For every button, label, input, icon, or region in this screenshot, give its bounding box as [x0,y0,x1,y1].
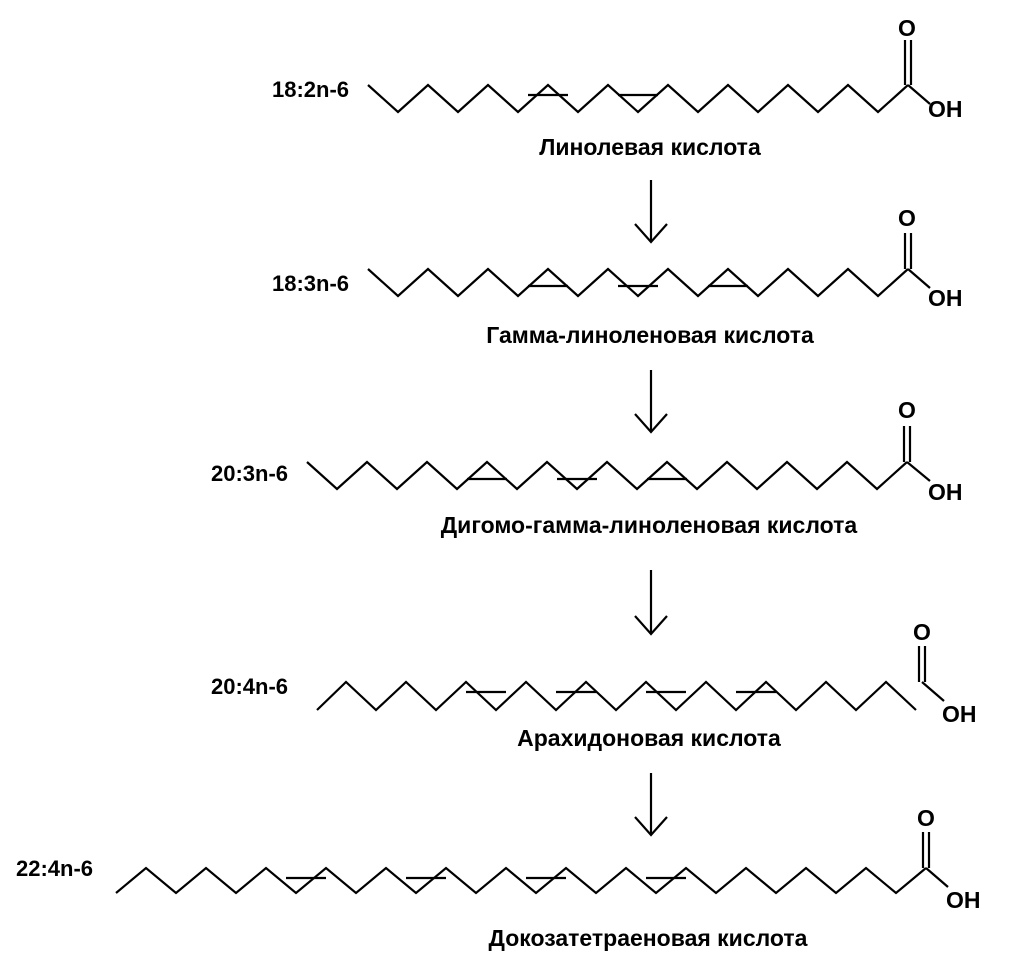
carbon-chain [316,680,917,712]
reaction-arrow [634,370,668,434]
hydroxyl-bond [921,681,945,702]
hydroxyl-label: OH [928,479,963,505]
oxygen-label: O [898,15,916,41]
hydroxyl-label: OH [946,887,981,913]
compound-code: 18:3n-6 [272,271,349,296]
hydroxyl-bond [907,84,931,105]
reaction-arrow [634,570,668,636]
hydroxyl-bond [907,268,931,289]
compound-docosatetraenoic-acid: 22:4n-6 O OH Докозатетраеновая кислота [16,805,981,951]
hydroxyl-bond [906,461,931,482]
compound-name: Докозатетраеновая кислота [489,925,808,951]
compound-name: Дигомо-гамма-линоленовая кислота [441,512,858,538]
compound-code: 22:4n-6 [16,856,93,881]
reaction-arrow [634,180,668,244]
compound-name: Арахидоновая кислота [517,725,781,751]
compound-code: 20:4n-6 [211,674,288,699]
oxygen-label: O [898,397,916,423]
compound-name: Линолевая кислота [539,134,761,160]
reaction-arrow [634,773,668,837]
hydroxyl-label: OH [942,701,977,727]
compound-dihomo-gamma-linolenic-acid: 20:3n-6 O OH Дигомо-гамма-линоленовая ки… [211,397,963,538]
carbon-chain [367,83,909,114]
hydroxyl-label: OH [928,285,963,311]
compound-name: Гамма-линоленовая кислота [486,322,814,348]
hydroxyl-label: OH [928,96,963,122]
oxygen-label: O [913,619,931,645]
oxygen-label: O [917,805,935,831]
compound-arachidonic-acid: 20:4n-6 O OH Арахидоновая кислота [211,619,977,751]
compound-linoleic-acid: 18:2n-6 O OH Линолевая кислота [272,15,963,160]
carbon-chain [115,866,927,895]
hydroxyl-bond [925,867,949,888]
carbon-chain [306,460,908,491]
compound-gamma-linolenic-acid: 18:3n-6 O OH Гамма-линоленовая кислота [272,205,963,348]
carbon-chain [367,267,909,298]
compound-code: 18:2n-6 [272,77,349,102]
oxygen-label: O [898,205,916,231]
compound-code: 20:3n-6 [211,461,288,486]
